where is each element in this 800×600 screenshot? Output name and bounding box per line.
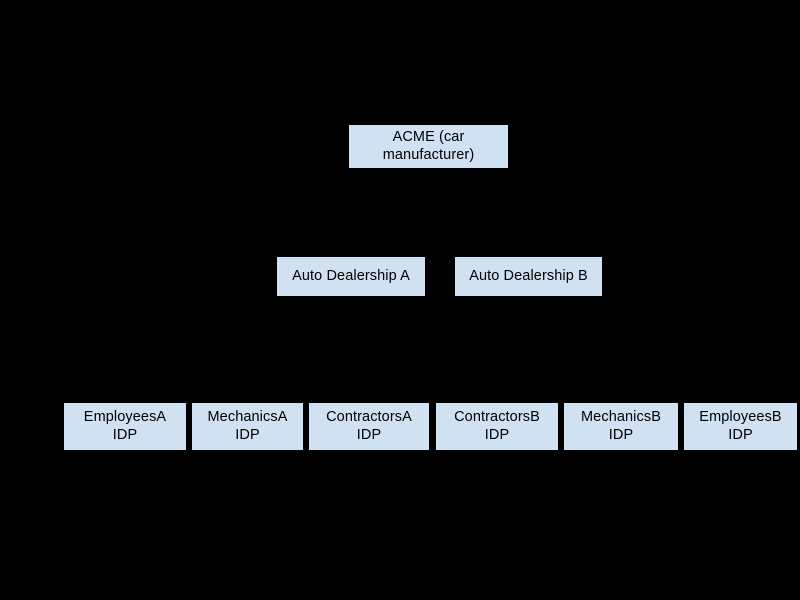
node-idp-contractors-a[interactable]: ContractorsA IDP — [309, 403, 429, 450]
edge-dealership-bus — [351, 212, 529, 213]
node-idp-mechanics-b[interactable]: MechanicsB IDP — [564, 403, 678, 450]
node-idp-contractors-b[interactable]: ContractorsB IDP — [436, 403, 558, 450]
node-idp-employees-a[interactable]: EmployeesA IDP — [64, 403, 186, 450]
edge-bus-to-dealer-a — [351, 212, 352, 257]
node-auto-dealership-a[interactable]: Auto Dealership A — [277, 257, 425, 296]
edge-dealer-b-to-idps — [528, 296, 529, 348]
edge-root-to-dealerships — [428, 168, 429, 212]
edge-idp-bus-b — [497, 348, 741, 349]
node-idp-mechanics-a[interactable]: MechanicsA IDP — [192, 403, 303, 450]
edge-bus-to-dealer-b — [528, 212, 529, 257]
node-idp-employees-b[interactable]: EmployeesB IDP — [684, 403, 797, 450]
node-auto-dealership-b[interactable]: Auto Dealership B — [455, 257, 602, 296]
edge-idp-bus-a — [125, 348, 369, 349]
edge-dealer-a-to-idps — [351, 296, 352, 348]
node-acme-root[interactable]: ACME (car manufacturer) — [349, 125, 508, 168]
